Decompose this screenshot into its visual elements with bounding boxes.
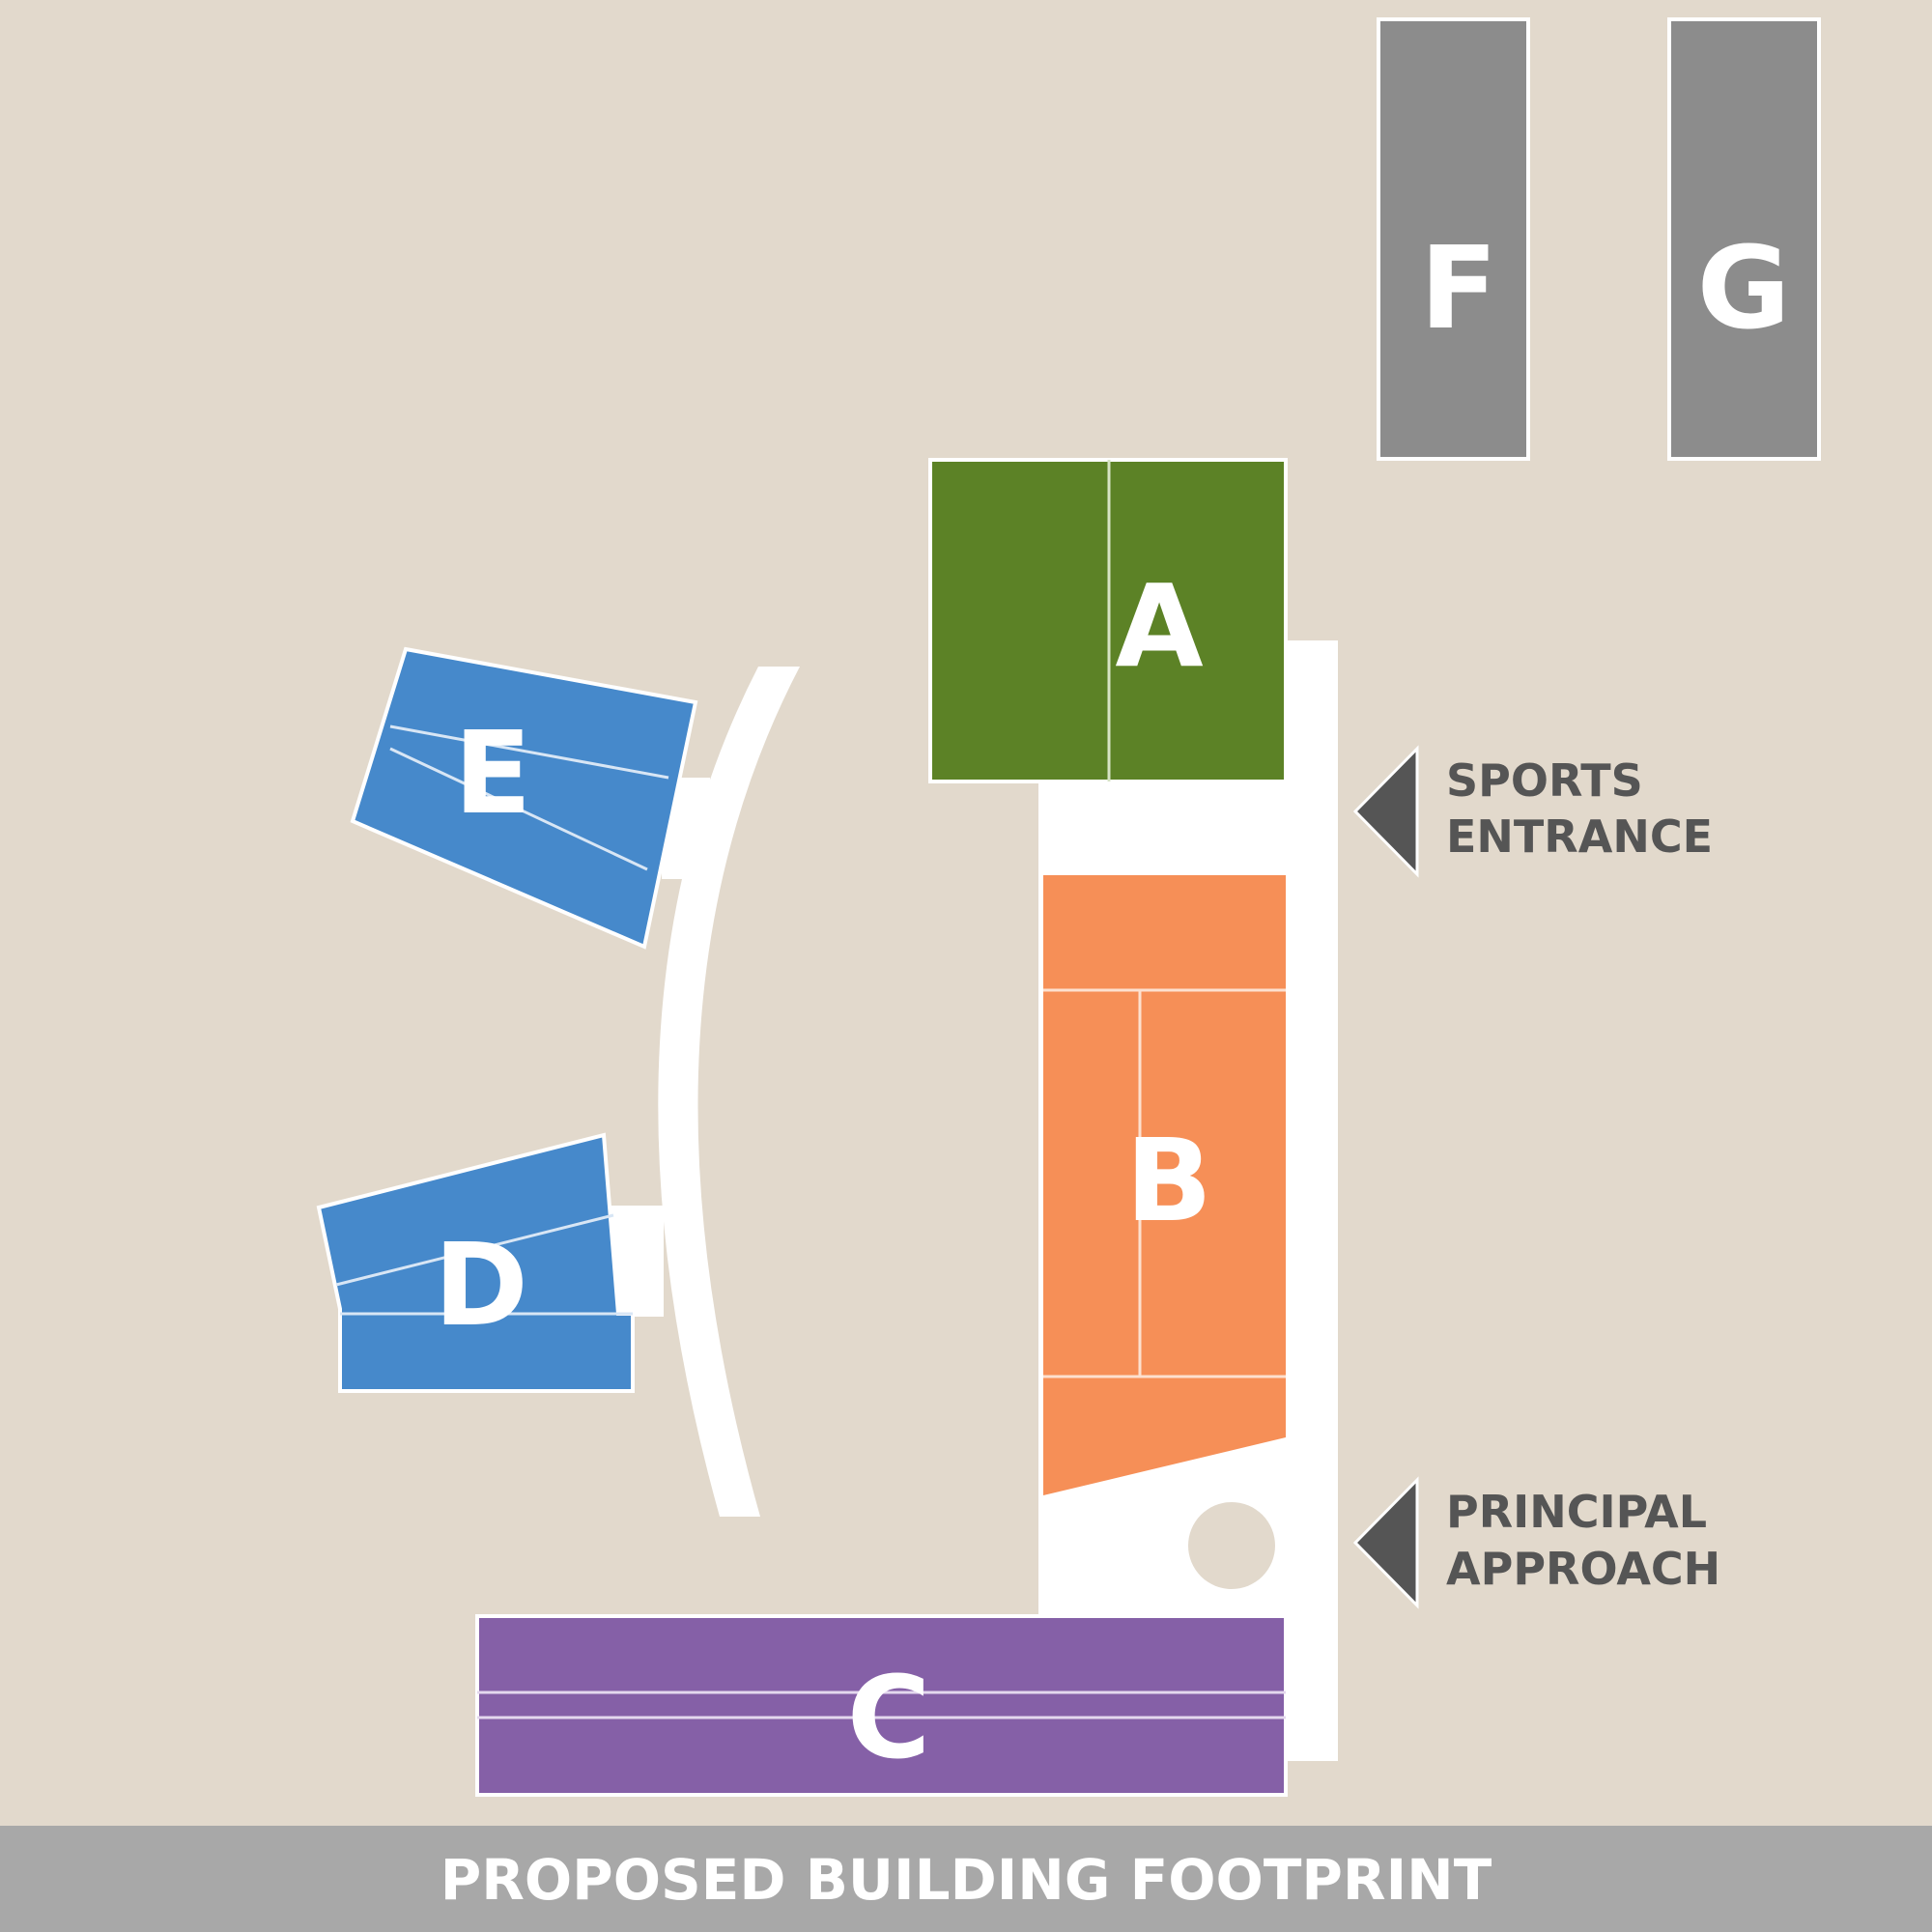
triangle-left-icon bbox=[1352, 745, 1419, 878]
zone-e[interactable]: E bbox=[350, 646, 710, 950]
zone-c-label: C bbox=[847, 1651, 931, 1784]
sports-entrance-line1: SPORTS bbox=[1446, 754, 1643, 807]
zone-a[interactable]: A bbox=[928, 458, 1288, 783]
zone-a-label: A bbox=[1115, 559, 1203, 693]
principal-approach-line2: APPROACH bbox=[1446, 1543, 1720, 1595]
triangle-left-icon bbox=[1352, 1476, 1419, 1609]
zone-f[interactable]: F bbox=[1377, 17, 1530, 461]
zone-b[interactable]: B bbox=[1043, 875, 1286, 1495]
sports-entrance-line2: ENTRANCE bbox=[1446, 810, 1713, 863]
roundabout bbox=[1188, 1502, 1275, 1589]
zone-g-label: G bbox=[1697, 221, 1791, 355]
zone-d[interactable]: D bbox=[316, 1132, 664, 1393]
zone-e-label: E bbox=[454, 706, 532, 839]
principal-approach-line1: PRINCIPAL bbox=[1446, 1486, 1707, 1538]
zone-f-label: F bbox=[1420, 221, 1498, 355]
zone-g[interactable]: G bbox=[1667, 17, 1821, 461]
building-footprint-band: PROPOSED BUILDING FOOTPRINT bbox=[0, 1826, 1932, 1932]
zone-d-label: D bbox=[434, 1218, 528, 1351]
zone-b-label: B bbox=[1125, 1114, 1212, 1247]
sports-entrance[interactable]: SPORTS ENTRANCE bbox=[1352, 745, 1713, 878]
footer-label: PROPOSED BUILDING FOOTPRINT bbox=[440, 1847, 1492, 1913]
principal-approach[interactable]: PRINCIPAL APPROACH bbox=[1352, 1476, 1720, 1609]
zone-c[interactable]: C bbox=[475, 1614, 1288, 1797]
